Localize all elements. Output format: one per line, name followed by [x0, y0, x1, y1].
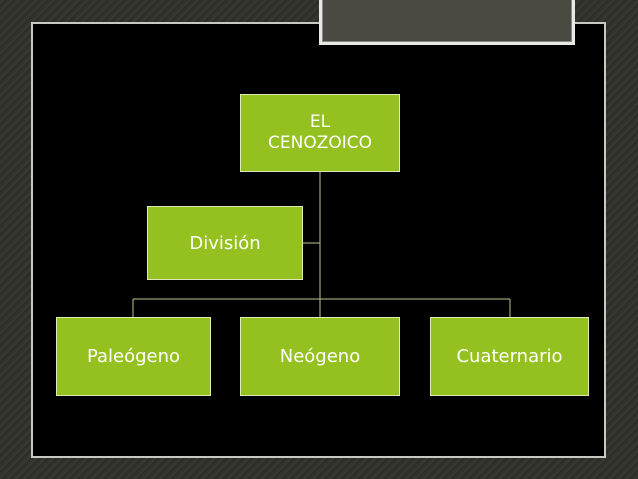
title-placeholder-tab [319, 0, 575, 45]
root-node-cenozoico: EL CENOZOICO [240, 94, 400, 172]
child-node-cuaternario: Cuaternario [430, 317, 589, 396]
child-node-neogeno: Neógeno [240, 317, 400, 396]
assistant-node-division: División [147, 206, 303, 280]
child-node-paleogeno: Paleógeno [56, 317, 211, 396]
